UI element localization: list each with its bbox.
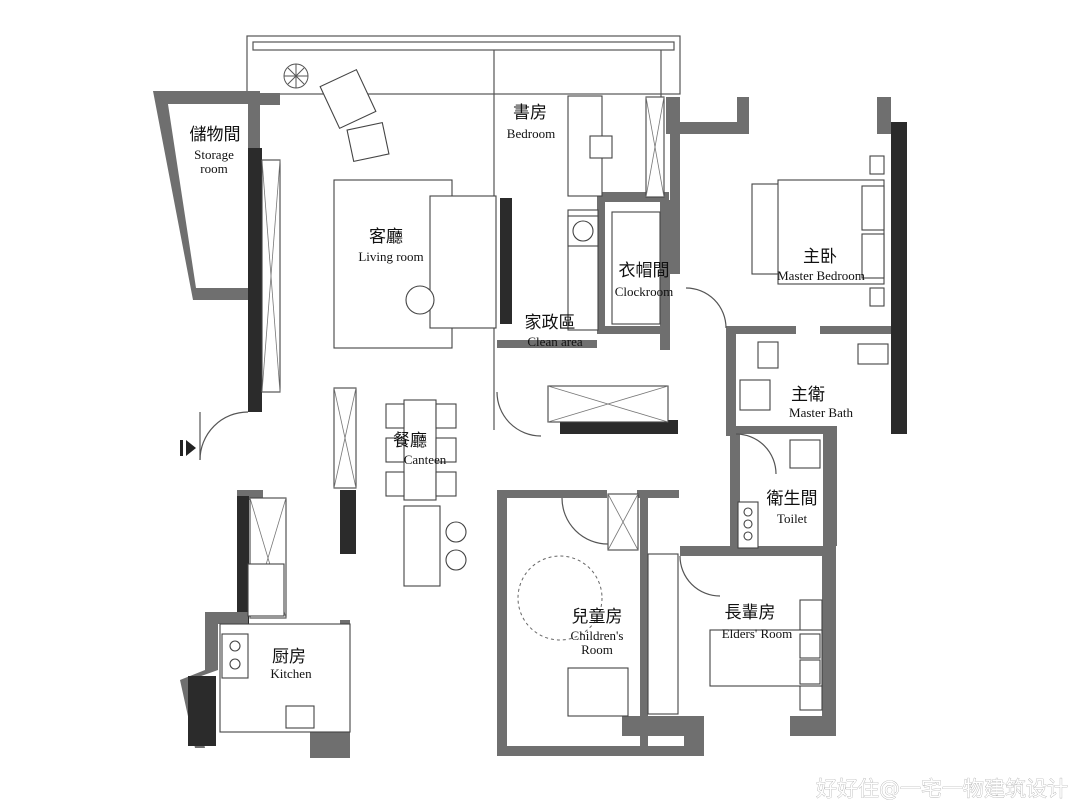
elders-zh: 長輩房 (725, 603, 776, 623)
kitchen-en: Kitchen (270, 666, 312, 681)
room-label-living: 客廳 Living room (358, 227, 423, 264)
mbath-zh: 主衛 (791, 385, 825, 405)
watermark: 好好住@一宅一物建筑设计 (816, 777, 1068, 801)
room-label-toilet: 衛生間 Toilet (767, 489, 818, 526)
toilet-en: Toilet (777, 511, 808, 526)
storage-zh: 儲物間 (190, 125, 241, 145)
room-label-closet: 衣帽間 Clockroom (615, 261, 674, 299)
closet-en: Clockroom (615, 284, 674, 299)
living-en: Living room (358, 249, 423, 264)
mbath-en: Master Bath (789, 405, 853, 420)
master-en: Master Bedroom (777, 268, 865, 283)
study-zh: 書房 (513, 103, 547, 123)
canteen-en: Canteen (404, 452, 447, 467)
kitchen-zh: 厨房 (272, 647, 306, 667)
room-label-kitchen: 厨房 Kitchen (270, 647, 312, 681)
plant-icon (283, 63, 309, 89)
toilet-zh: 衛生間 (767, 489, 818, 509)
closet-zh: 衣帽間 (619, 261, 670, 281)
canteen-zh: 餐廳 (393, 431, 427, 451)
master-zh: 主卧 (803, 247, 837, 267)
room-label-elders: 長輩房 Elders' Room (722, 603, 793, 641)
room-label-study: 書房 Bedroom (507, 103, 555, 141)
doors (199, 287, 777, 597)
room-label-master: 主卧 Master Bedroom (777, 247, 865, 283)
children-en-line1: Children's (571, 628, 624, 643)
children-zh: 兒童房 (572, 607, 623, 627)
room-label-children: 兒童房 Children's Room (571, 607, 624, 657)
storage-en-line2: room (200, 161, 227, 176)
room-label-canteen: 餐廳 Canteen (393, 431, 447, 467)
entry-arrow-icon (180, 440, 196, 456)
clean-zh: 家政區 (525, 313, 576, 333)
walls (153, 91, 907, 758)
children-en-line2: Room (581, 642, 613, 657)
storage-en-line1: Storage (194, 147, 234, 162)
room-label-clean: 家政區 Clean area (525, 313, 583, 349)
room-label-master-bath: 主衛 Master Bath (789, 385, 853, 420)
furniture (219, 68, 889, 733)
living-zh: 客廳 (369, 227, 403, 247)
room-label-storage: 儲物間 Storage room (190, 125, 241, 176)
study-en: Bedroom (507, 126, 555, 141)
clean-en: Clean area (527, 334, 582, 349)
elders-en: Elders' Room (722, 626, 793, 641)
